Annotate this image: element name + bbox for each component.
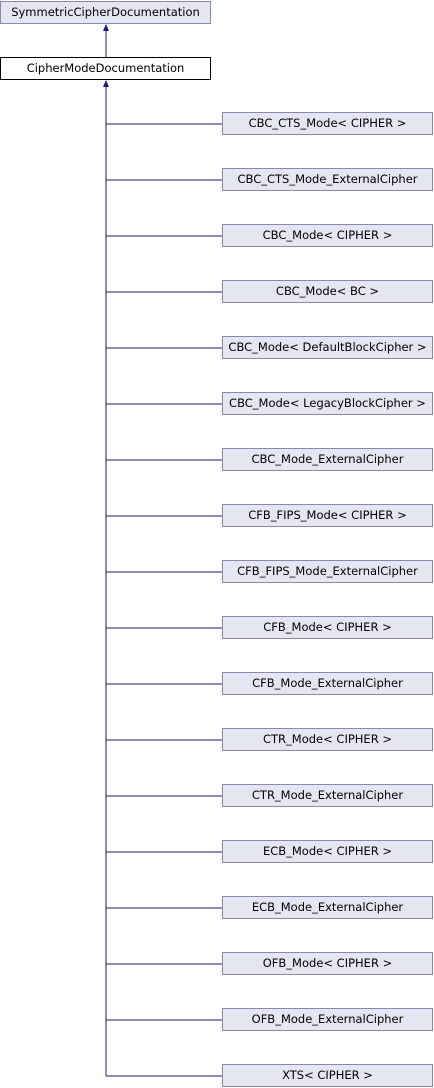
- edge-arrowhead: [103, 80, 109, 87]
- node-derived-class[interactable]: CBC_CTS_Mode_ExternalCipher: [222, 168, 433, 191]
- node-derived-class[interactable]: OFB_Mode_ExternalCipher: [222, 1008, 433, 1031]
- node-derived-class[interactable]: ECB_Mode_ExternalCipher: [222, 896, 433, 919]
- node-derived-class[interactable]: CBC_Mode< DefaultBlockCipher >: [222, 336, 433, 359]
- node-derived-class[interactable]: ECB_Mode< CIPHER >: [222, 840, 433, 863]
- node-derived-class[interactable]: CFB_Mode< CIPHER >: [222, 616, 433, 639]
- edge-arrowhead: [103, 24, 109, 31]
- node-derived-class[interactable]: CFB_Mode_ExternalCipher: [222, 672, 433, 695]
- node-derived-class[interactable]: CBC_Mode_ExternalCipher: [222, 448, 433, 471]
- node-derived-class[interactable]: CBC_Mode< BC >: [222, 280, 433, 303]
- node-derived-class[interactable]: CBC_CTS_Mode< CIPHER >: [222, 112, 433, 135]
- node-derived-class[interactable]: CFB_FIPS_Mode_ExternalCipher: [222, 560, 433, 583]
- node-base-class[interactable]: SymmetricCipherDocumentation: [0, 1, 211, 24]
- node-derived-class[interactable]: CFB_FIPS_Mode< CIPHER >: [222, 504, 433, 527]
- node-derived-class[interactable]: CBC_Mode< CIPHER >: [222, 224, 433, 247]
- node-derived-class[interactable]: CBC_Mode< LegacyBlockCipher >: [222, 392, 433, 415]
- node-current-class: CipherModeDocumentation: [0, 57, 211, 80]
- node-derived-class[interactable]: XTS< CIPHER >: [222, 1064, 433, 1087]
- node-derived-class[interactable]: CTR_Mode< CIPHER >: [222, 728, 433, 751]
- node-derived-class[interactable]: OFB_Mode< CIPHER >: [222, 952, 433, 975]
- node-derived-class[interactable]: CTR_Mode_ExternalCipher: [222, 784, 433, 807]
